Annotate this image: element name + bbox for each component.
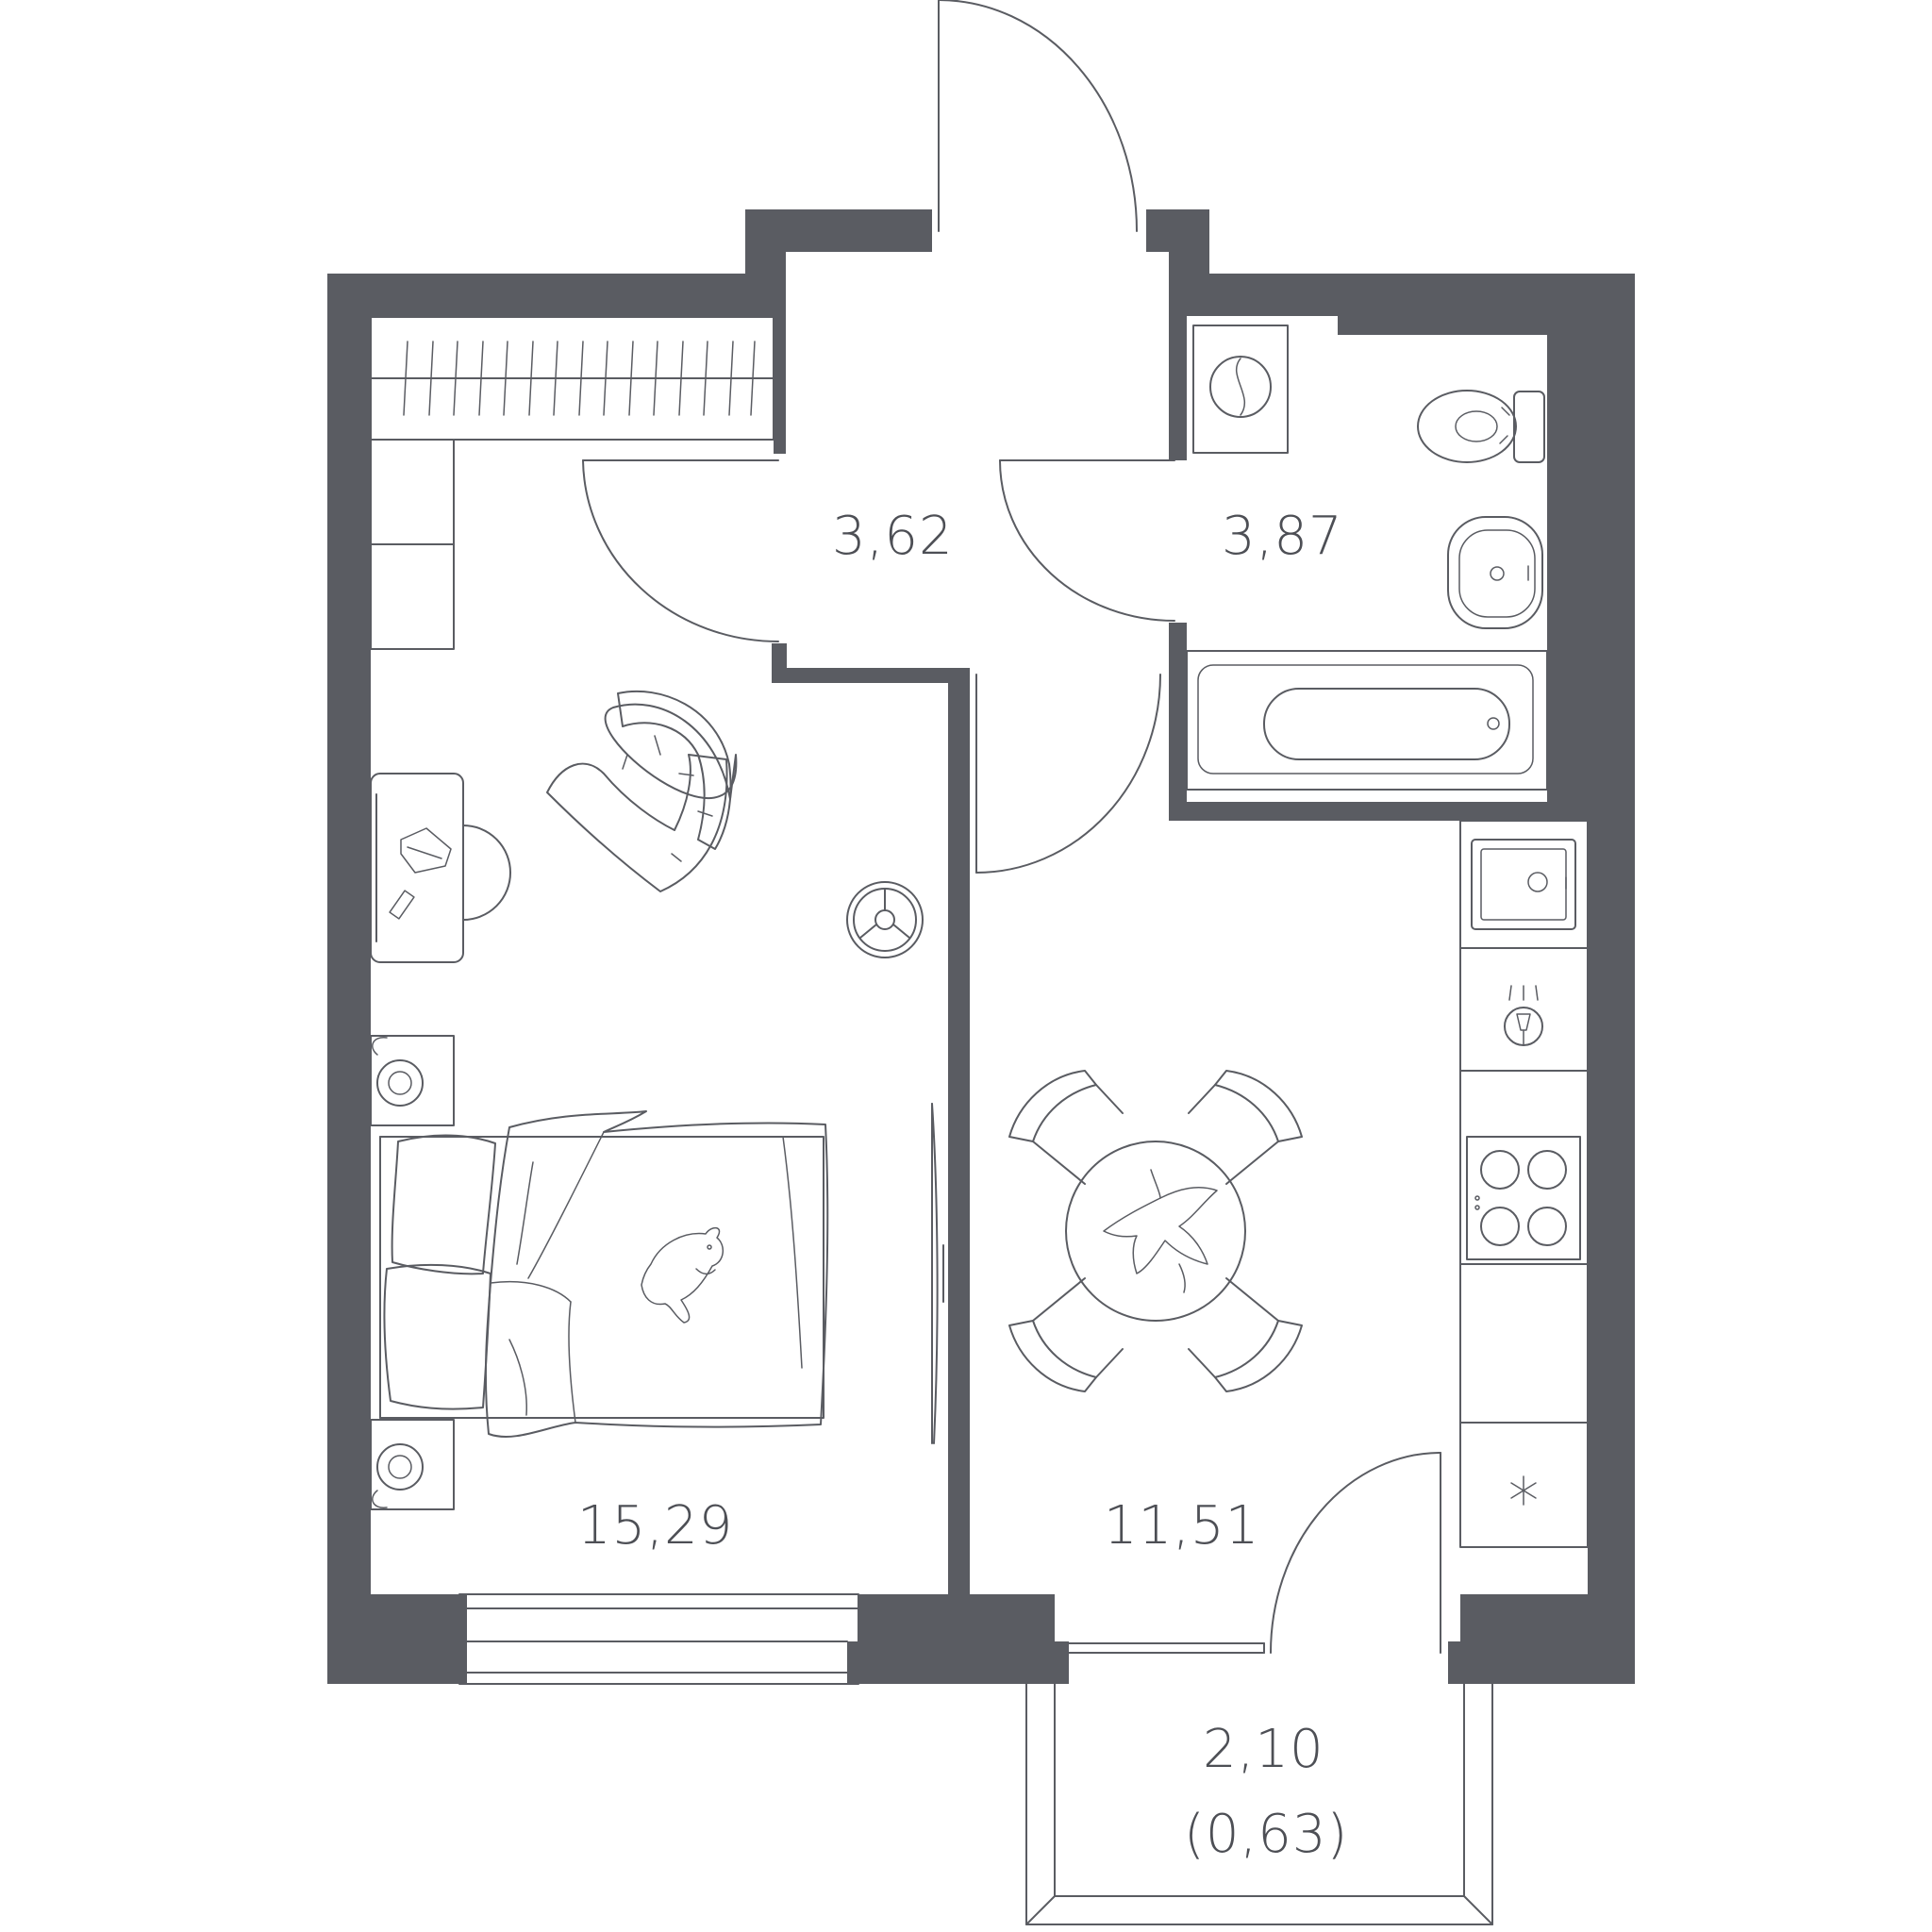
wall-left	[327, 274, 371, 1594]
shelf-cabinet	[370, 439, 455, 650]
hall-area-label: 3,62	[832, 506, 954, 567]
wall-balcony-left-post	[1055, 1641, 1069, 1684]
wall-bathroom-left-upper	[1169, 311, 1187, 460]
wall-bathroom-right-inner	[1547, 335, 1588, 821]
kitchen-counter	[1459, 820, 1589, 1548]
wall-balcony-right-post	[1448, 1641, 1462, 1684]
balcony	[1025, 1683, 1493, 1925]
chair-top-left	[1008, 1070, 1124, 1185]
wall-bathroom-left-lower	[1169, 623, 1187, 821]
bedside-table-top	[370, 1035, 455, 1126]
dog	[641, 1226, 724, 1324]
wall-bottom-right-pier	[1460, 1594, 1635, 1641]
chair-top-right	[1188, 1070, 1303, 1185]
kitchen-furniture	[1008, 820, 1589, 1548]
walls	[327, 209, 1635, 1684]
wall-bedroom-kitchen	[948, 668, 970, 1597]
wall-hall-bedroom-top	[772, 668, 970, 683]
bathroom-door	[999, 459, 1175, 622]
toilet	[1417, 390, 1545, 463]
wall-entrance-left-top	[745, 209, 932, 252]
armchair	[546, 690, 738, 892]
cooktop	[1466, 1136, 1581, 1260]
fridge	[1510, 1475, 1537, 1506]
balcony-door	[1270, 1452, 1441, 1654]
wall-bathroom-ledge	[1338, 316, 1588, 335]
bed	[379, 1110, 829, 1438]
wall-top-bedroom	[371, 274, 786, 317]
bedside-table-bottom	[370, 1419, 455, 1510]
bathtub	[1186, 650, 1548, 791]
bedroom-area-label: 15,29	[577, 1495, 734, 1557]
chair-bottom-right	[1188, 1277, 1303, 1392]
wall-right-upper	[1588, 274, 1635, 821]
wall-wardrobe-side	[774, 317, 786, 454]
bedroom-window-frame	[458, 1593, 859, 1685]
balcony-area-label: 2,10	[1203, 1719, 1324, 1780]
wall-bottom-left-pier	[327, 1594, 467, 1684]
bedroom-door	[582, 459, 779, 642]
desk	[370, 773, 511, 963]
bedroom-furniture	[370, 316, 944, 1510]
wall-bathroom-bottom	[1169, 802, 1588, 821]
side-table	[846, 881, 924, 958]
kitchen-sink	[1471, 839, 1576, 930]
wall-right-lower	[1588, 821, 1635, 1594]
bathroom-sink	[1447, 516, 1543, 629]
wall-mirror	[931, 1103, 944, 1444]
wall-bottom-mid-pier	[858, 1594, 1055, 1641]
wall-bottom-right-pier-low	[1448, 1641, 1635, 1684]
chair-bottom-left	[1008, 1277, 1124, 1392]
entrance-door	[938, 0, 1138, 232]
wall-top-bathroom	[1169, 274, 1588, 316]
dishwasher	[1504, 985, 1543, 1046]
kitchen-area-label: 11,51	[1104, 1495, 1260, 1557]
windows	[458, 1593, 1265, 1685]
wardrobe	[370, 316, 774, 441]
dining-table	[1065, 1141, 1246, 1322]
kitchen-door	[975, 674, 1161, 874]
balcony-reduced-area-label: (0,63)	[1184, 1804, 1349, 1865]
doors	[582, 0, 1441, 1654]
washing-machine	[1192, 325, 1289, 454]
wall-bottom-mid-pier-low	[847, 1641, 1059, 1684]
bathroom-area-label: 3,87	[1222, 506, 1343, 567]
bathroom-fixtures	[1186, 325, 1548, 791]
